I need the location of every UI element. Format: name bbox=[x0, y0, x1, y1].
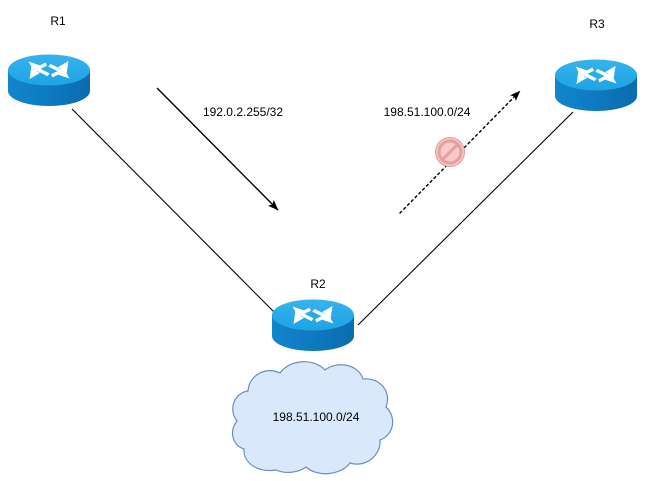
link-lines bbox=[71, 108, 574, 326]
flow-advertised-label: 192.0.2.255/32 bbox=[203, 105, 283, 119]
node-r2-label: R2 bbox=[310, 277, 326, 291]
node-r3[interactable]: R3 bbox=[555, 17, 637, 111]
flow-blocked-label: 198.51.100.0/24 bbox=[384, 105, 471, 119]
router-icon[interactable] bbox=[555, 59, 637, 111]
flow-blocked[interactable]: 198.51.100.0/24 bbox=[384, 90, 521, 214]
network-cloud[interactable]: 198.51.100.0/24 bbox=[231, 361, 394, 475]
router-icon[interactable] bbox=[8, 54, 90, 106]
cloud-label: 198.51.100.0/24 bbox=[273, 410, 360, 424]
node-r2[interactable]: R2 bbox=[272, 277, 354, 351]
node-r3-label: R3 bbox=[589, 17, 605, 31]
router-icon[interactable] bbox=[272, 299, 354, 351]
node-r1-label: R1 bbox=[50, 14, 66, 28]
flow-advertised[interactable]: 192.0.2.255/32 bbox=[156, 87, 283, 211]
flow-advertised-line[interactable] bbox=[156, 87, 279, 211]
link-r2-r3[interactable] bbox=[357, 111, 574, 326]
node-r1[interactable]: R1 bbox=[8, 14, 90, 106]
flow-blocked-line[interactable] bbox=[399, 90, 521, 214]
link-r1-r2[interactable] bbox=[71, 108, 286, 324]
cloud-shape[interactable] bbox=[231, 361, 394, 475]
no-entry-icon bbox=[435, 137, 465, 167]
